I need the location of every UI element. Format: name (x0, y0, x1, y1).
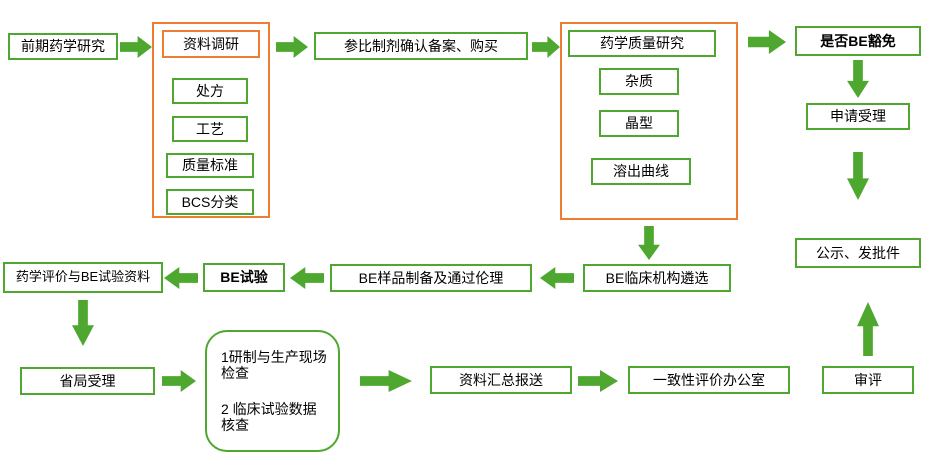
node-dissolution-curve: 溶出曲线 (591, 158, 691, 185)
node-data-submission: 资料汇总报送 (430, 366, 572, 394)
node-bcs-class: BCS分类 (166, 189, 254, 215)
arrow-right-icon (276, 36, 308, 58)
arrow-down-icon (847, 152, 869, 200)
node-be-test: BE试验 (203, 263, 285, 292)
node-pharma-quality: 药学质量研究 (568, 30, 716, 57)
arrow-right-icon (360, 370, 412, 392)
site-inspection-item-1: 1研制与生产现场检查 (221, 348, 327, 381)
node-be-waiver: 是否BE豁免 (795, 26, 921, 56)
node-process: 工艺 (172, 116, 248, 142)
arrow-left-icon (540, 267, 574, 289)
node-crystal-form: 晶型 (599, 110, 679, 137)
arrow-left-icon (164, 267, 198, 289)
node-prescription: 处方 (172, 78, 248, 104)
arrow-down-icon (847, 60, 869, 98)
node-impurity: 杂质 (599, 68, 679, 95)
node-reference-purchase: 参比制剂确认备案、购买 (314, 32, 528, 60)
node-quality-standard: 质量标准 (166, 153, 254, 178)
site-inspection-item-2: 2 临床试验数据核查 (221, 401, 317, 434)
node-data-survey: 资料调研 (162, 30, 260, 58)
arrow-right-icon (748, 30, 786, 54)
node-pharma-eval-be-docs: 药学评价与BE试验资料 (3, 262, 163, 293)
node-publicity-approval: 公示、发批件 (795, 238, 921, 268)
node-site-inspection: 1研制与生产现场检查 2 临床试验数据核查 (205, 330, 340, 452)
node-consistency-office: 一致性评价办公室 (628, 366, 790, 394)
arrow-right-icon (532, 36, 560, 58)
arrow-left-icon (290, 267, 324, 289)
arrow-down-icon (638, 226, 660, 260)
node-be-clinical-selection: BE临床机构遴选 (583, 264, 731, 292)
arrow-up-icon (857, 302, 879, 356)
arrow-down-icon (72, 300, 94, 346)
node-early-pharma-research: 前期药学研究 (8, 33, 118, 60)
node-review: 审评 (822, 366, 914, 394)
arrow-right-icon (162, 370, 196, 392)
node-province-accept: 省局受理 (20, 367, 155, 395)
node-application-accept: 申请受理 (806, 103, 910, 130)
arrow-right-icon (578, 370, 618, 392)
node-be-sample-ethics: BE样品制备及通过伦理 (330, 264, 532, 292)
arrow-right-icon (120, 36, 152, 58)
